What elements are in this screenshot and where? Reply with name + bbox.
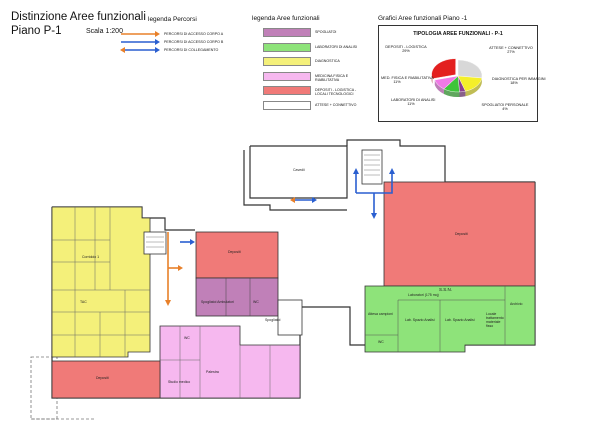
legend-aree-title: legenda Aree funzionali [252,15,320,22]
area-medicina-fisica [159,325,301,399]
legend-percorsi: PERCORSI DI ACCESSO CORPO A PERCORSI DI … [120,31,245,55]
room-label: Palestra [206,370,219,374]
legend-aree-label: DIAGNOSTICA [315,59,340,63]
room-label: Lab. Spazio Analisi [445,318,475,322]
pie-chart [431,58,483,97]
room-label: Cavedii [293,168,305,172]
chart-title: TIPOLOGIA AREE FUNZIONALI - P-1 [413,31,503,37]
room-label: S.S.N. [439,287,453,292]
pie-slice-side [459,91,466,97]
legend-percorsi-item: PERCORSI DI COLLEGAMENTO [120,47,245,55]
area-depositi-top [195,231,279,279]
orange-arrow-icon [121,31,160,37]
page-title: Distinzione Aree funzionali Piano P-1 [11,10,146,38]
room-label: Attesa campioni [368,312,393,316]
room-label: Studio medico [168,380,191,384]
percorso-corpo-a [167,232,178,300]
pie-slice [434,75,459,90]
room-label: Archivio [510,302,523,306]
room-label: Spogliatoi Ambulatori [201,300,234,304]
legend-aree-item: ATTESE + CONNETTIVO [263,100,368,116]
room-label: WC [253,300,259,304]
legend-aree: SPOGLIATOI LABORATORI DI ANALISI DIAGNOSTI… [263,28,368,115]
legend-percorsi-label: PERCORSI DI ACCESSO CORPO B [164,40,224,44]
room-label: Depositi [96,376,109,380]
room-label: Depositi [228,250,241,254]
legend-swatch [263,86,311,95]
room-label: WC [378,340,384,344]
area-spogliatoi [195,277,279,317]
pie-slice [457,59,483,79]
legend-aree-label: ATTESE + CONNETTIVO [315,102,357,107]
legend-percorsi-label: PERCORSI DI ACCESSO CORPO A [164,32,224,36]
legend-aree-label: DEPOSITI - LOGISTICA - LOCALI TECNOLOGIC… [315,88,357,96]
room-label: WC [184,336,190,340]
legend-aree-label: SPOGLIATOI [315,30,337,34]
legend-aree-item: DIAGNOSTICA [263,57,368,72]
area-depositi-right [383,181,536,287]
room-label: Depositi [455,232,468,236]
title-line-2: Piano P-1 [11,25,62,37]
room-label: Locale trattamento materiale fisso [486,312,504,328]
legend-percorsi-item: PERCORSI DI ACCESSO CORPO B [120,39,245,47]
legend-swatch [263,28,311,37]
percorso-corpo-b [180,174,393,243]
room-label: Corridoio 1 [82,255,100,259]
pie-slice-side [443,88,460,97]
legend-percorsi-title: legenda Percorsi [148,16,197,23]
room-label: Spogliatoi [265,318,281,322]
pie-slice-side [434,79,444,94]
legend-aree-item: DEPOSITI - LOGISTICA - LOCALI TECNOLOGIC… [263,86,368,101]
legend-percorsi-item: PERCORSI DI ACCESSO CORPO A [120,31,245,39]
legend-aree-item: LABORATORI DI ANALISI [263,42,368,58]
legend-aree-item: SPOGLIATOI [263,28,368,43]
pie-slice-side [465,78,482,97]
room-label: TAC [80,300,87,304]
chart-caption: Grafici Aree funzionali Piano -1 [378,15,468,22]
title-line-1: Distinzione Aree funzionali [11,11,146,23]
scale-label: Scala 1:200 [86,28,123,35]
room-label: Laboratori (175 mq) [408,293,439,297]
legend-percorsi-label: PERCORSI DI COLLEGAMENTO [164,48,219,52]
legend-swatch [263,71,311,81]
legend-aree-item: MEDICINA FISICA E RIABILITATIVA [263,71,368,87]
area-depositi-bottom [51,360,161,399]
area-laboratori [364,285,536,353]
blue-arrow-icon [121,39,160,45]
legend-aree-label: LABORATORI DI ANALISI [315,44,358,49]
legend-swatch [263,57,311,66]
pie-slice [431,58,456,79]
legend-swatch [263,42,311,52]
room-label: Lab. Spazio Analisi [405,318,435,322]
pie-chart-panel: TIPOLOGIA AREE FUNZIONALI - P-1 DEPOSITI… [378,25,546,122]
area-diagnostica [51,206,151,358]
legend-swatch [263,100,311,110]
legend-aree-label: MEDICINA FISICA E RIABILITATIVA [315,73,349,82]
double-arrow-icon [120,47,160,53]
